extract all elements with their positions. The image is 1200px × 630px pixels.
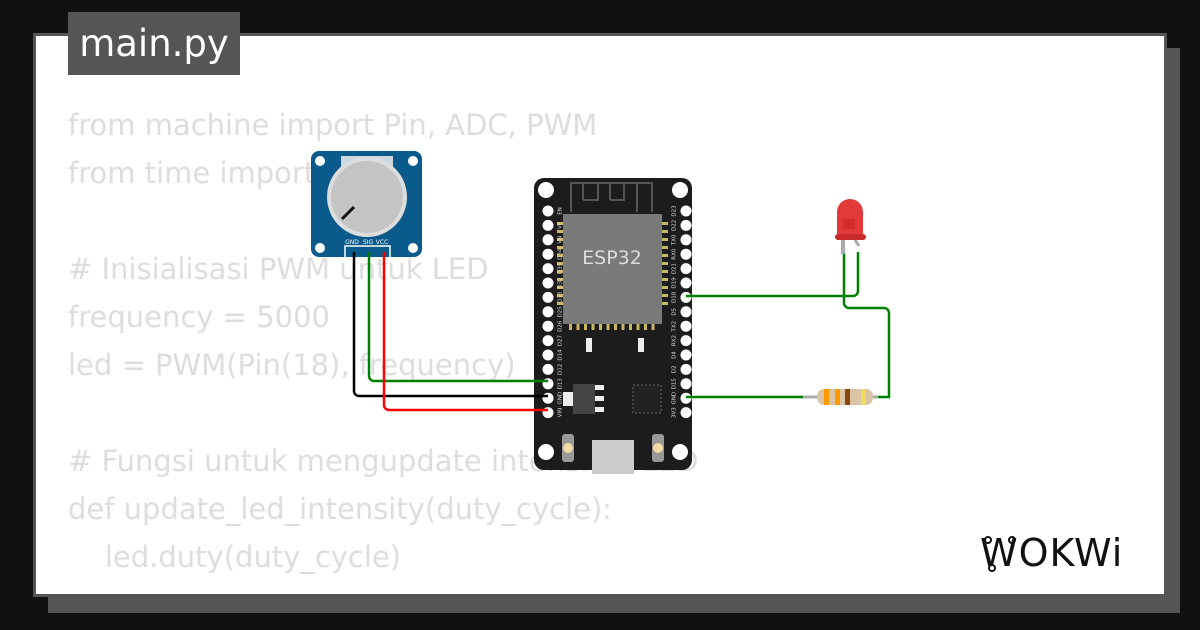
header-pin[interactable] (542, 291, 554, 303)
pin-label: EN (558, 207, 564, 215)
code-line: led.duty(duty_cycle) (68, 540, 402, 574)
header-pin[interactable] (542, 392, 554, 404)
header-pin[interactable] (680, 349, 692, 361)
header-pin[interactable] (680, 335, 692, 347)
header-pin[interactable] (680, 219, 692, 231)
pin-label: D22 (672, 220, 678, 231)
header-pin[interactable] (680, 291, 692, 303)
wire-gnd (352, 252, 548, 398)
pin-label: TX0 (672, 234, 678, 246)
pin-label: D21 (672, 263, 678, 274)
pin-label: D25 (558, 306, 564, 318)
header-pin[interactable] (542, 234, 554, 246)
pin-label: D5 (672, 307, 678, 315)
logo-text: WOKWi (980, 531, 1123, 575)
pin-label: GND (558, 392, 564, 405)
knob-pointer (340, 205, 356, 221)
pin-label: TX2 (672, 321, 678, 333)
pin-label: D34 (558, 248, 564, 260)
header-pin[interactable] (680, 378, 692, 390)
red-led[interactable] (835, 199, 866, 254)
header-pin[interactable] (680, 363, 692, 375)
header-pin[interactable] (542, 205, 554, 217)
pin-label: D27 (558, 334, 564, 346)
pin-label: D35 (558, 262, 564, 274)
esp32-board[interactable]: ESP32 ENVPVND34D35D32D33D25D26D27D14D12D… (534, 178, 692, 474)
pin-label: D19 (672, 277, 678, 289)
pin-label: RX0 (672, 248, 678, 260)
pin-label-gnd: GND (345, 239, 359, 246)
resistor[interactable] (803, 389, 878, 405)
header-pin[interactable] (542, 277, 554, 289)
wire-vin (382, 252, 548, 412)
pin-label: D15 (672, 378, 678, 390)
potentiometer[interactable]: GND SIG VCC (311, 151, 422, 259)
header-pin[interactable] (542, 320, 554, 332)
pin-label: VN (558, 236, 564, 244)
header-pin[interactable] (680, 407, 692, 419)
esp32-label: ESP32 (582, 247, 642, 269)
code-line: from machine import Pin, ADC, PWM (68, 108, 598, 142)
pin-label: RX2 (672, 335, 678, 346)
code-line: frequency = 5000 (68, 300, 330, 334)
header-pin[interactable] (680, 248, 692, 260)
header-pin[interactable] (680, 306, 692, 318)
header-pin[interactable] (680, 277, 692, 289)
pin-label: D14 (558, 349, 564, 361)
pin-label: D23 (672, 205, 678, 217)
wire-led-resistor (842, 252, 891, 399)
pin-label: D32 (558, 277, 564, 288)
pin-label-vcc: VCC (376, 239, 388, 246)
pin-label: D26 (558, 320, 564, 332)
header-pin[interactable] (542, 248, 554, 260)
pin-label: VP (558, 221, 564, 229)
pin-label: D4 (672, 351, 678, 359)
header-pin[interactable] (680, 263, 692, 275)
wire-sig-d13 (367, 252, 548, 383)
pin-label: 3V3 (672, 407, 678, 418)
header-pin[interactable] (542, 335, 554, 347)
code-line: def update_led_intensity(duty_cycle): (68, 492, 613, 526)
file-tab[interactable]: main.py (68, 12, 240, 75)
code-line: # Inisialisasi PWM untuk LED (68, 252, 489, 286)
pin-label-sig: SIG (363, 239, 374, 246)
pin-label: D2 (672, 366, 678, 374)
header-pin[interactable] (542, 263, 554, 275)
pin-label: VIN (558, 408, 564, 418)
header-pin[interactable] (542, 219, 554, 231)
header-pin[interactable] (680, 234, 692, 246)
header-pin[interactable] (542, 349, 554, 361)
wokwi-logo: WOKWi (980, 531, 1123, 575)
header-pin[interactable] (542, 306, 554, 318)
wire-d18-led (686, 252, 860, 298)
pin-label: D33 (558, 291, 564, 303)
header-pin[interactable] (542, 363, 554, 375)
pin-label: D13 (558, 378, 564, 390)
pin-label: D12 (558, 364, 564, 375)
header-pin[interactable] (680, 205, 692, 217)
pin-label: D18 (672, 291, 678, 303)
pin-label: GND (672, 392, 678, 405)
header-pin[interactable] (680, 320, 692, 332)
